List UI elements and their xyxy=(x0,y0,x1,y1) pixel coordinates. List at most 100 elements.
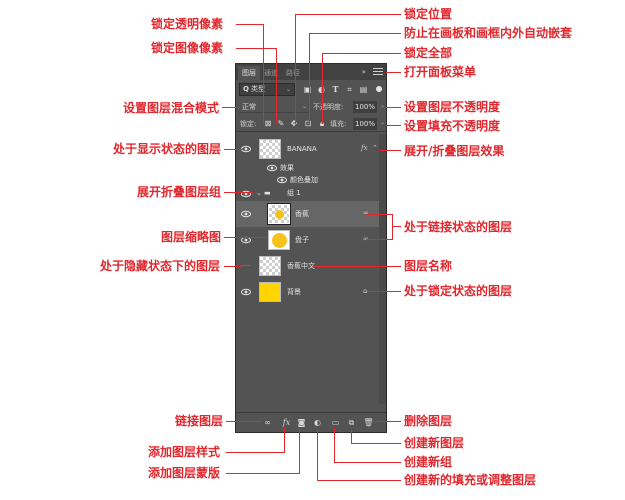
opacity-input[interactable]: 100% xyxy=(353,101,377,113)
layer-thumbnail xyxy=(259,256,281,276)
layer-row-group1[interactable]: ⌄ ▬ 组 1 xyxy=(236,186,379,200)
fill-input[interactable]: 100% xyxy=(353,118,377,130)
layer-row-banana-chinese-hidden[interactable]: 香蕉中文 xyxy=(236,253,379,279)
effects-eye-icon[interactable] xyxy=(267,164,277,172)
annotation-layer-opacity: 设置图层不透明度 xyxy=(404,100,501,114)
annotation-linked-layers: 处于链接状态的图层 xyxy=(404,220,513,234)
annotation-layer-name: 图层名称 xyxy=(404,259,453,273)
prevent-auto-nesting-icon[interactable]: ⊡ xyxy=(304,119,312,128)
fill-chevron-icon[interactable]: ⌄ xyxy=(379,119,385,126)
new-fill-adjustment-layer-icon[interactable]: ◐ xyxy=(314,418,321,427)
collapse-panel-button[interactable]: » xyxy=(361,68,366,76)
filter-adjustment-icon[interactable]: ◐ xyxy=(317,85,326,94)
filter-shape-icon[interactable]: ⌗ xyxy=(347,85,352,94)
filter-type-icon[interactable]: T xyxy=(332,84,339,94)
leader-line xyxy=(236,24,264,25)
leader-line xyxy=(284,428,285,453)
filter-toggle-icon[interactable] xyxy=(376,86,382,92)
leader-line xyxy=(236,48,276,49)
leader-line xyxy=(226,473,300,474)
panel-menu-button[interactable] xyxy=(373,68,383,76)
leader-line xyxy=(222,107,240,108)
leader-line xyxy=(392,214,393,240)
annotation-new-group: 创建新组 xyxy=(404,455,453,469)
link-icon: ∞ xyxy=(363,209,369,217)
annotation-blend-mode: 设置图层混合模式 xyxy=(123,101,220,115)
leader-line xyxy=(226,452,284,453)
tab-channels[interactable]: 通道 xyxy=(264,69,278,77)
leader-line xyxy=(224,192,254,193)
annotation-hidden-layer: 处于隐藏状态下的图层 xyxy=(100,259,221,273)
lock-all-padlock-icon[interactable]: 🔒︎ xyxy=(317,119,327,129)
leader-line xyxy=(386,72,401,73)
layer-row-banana-cn-selected[interactable]: 香蕉 ∞ xyxy=(236,201,379,227)
layer-name[interactable]: 香蕉中文 xyxy=(287,262,315,270)
effect-name: 颜色叠加 xyxy=(290,176,318,184)
collapse-effects-chevron-icon[interactable]: ⌃ xyxy=(372,144,378,152)
layers-scrollbar[interactable] xyxy=(379,134,386,404)
group-name[interactable]: 组 1 xyxy=(287,189,301,197)
effect-eye-icon[interactable] xyxy=(277,176,287,184)
lock-icon: ⌂ xyxy=(363,287,368,295)
delete-layer-trash-icon[interactable]: 🗑︎ xyxy=(363,418,374,427)
visibility-eye-icon[interactable] xyxy=(241,145,251,153)
filter-kind-label: 类型 xyxy=(250,85,265,93)
leader-line xyxy=(295,14,401,15)
hidden-visibility-slot[interactable] xyxy=(241,265,251,266)
layer-name[interactable]: BANANA xyxy=(287,145,317,153)
search-icon: Q xyxy=(243,85,249,93)
leader-line xyxy=(372,421,401,422)
effects-row: 效果 xyxy=(236,162,379,174)
opacity-chevron-icon[interactable]: ⌄ xyxy=(379,102,385,109)
layer-row-banana[interactable]: BANANA fx ⌃ xyxy=(236,136,379,162)
chevron-down-icon: ⌄ xyxy=(285,86,291,93)
leader-line xyxy=(386,125,401,126)
annotation-fill-opacity: 设置填充不透明度 xyxy=(404,119,501,133)
link-layers-icon[interactable]: ∞ xyxy=(264,418,271,427)
banana-thumb-shape xyxy=(275,210,284,219)
leader-line xyxy=(299,428,300,474)
add-layer-style-fx-icon[interactable]: fx xyxy=(282,418,291,427)
visibility-eye-icon[interactable] xyxy=(241,210,251,218)
annotation-panel-menu: 打开面板菜单 xyxy=(404,65,477,79)
new-group-folder-icon[interactable]: ▭ xyxy=(331,418,340,427)
chevron-down-icon: ⌄ xyxy=(301,103,307,110)
menu-line-icon xyxy=(373,68,383,69)
lock-position-move-icon[interactable]: ✥ xyxy=(290,119,298,128)
layer-name[interactable]: 背景 xyxy=(287,288,301,296)
filter-pixel-icon[interactable]: ▣ xyxy=(303,85,312,94)
layer-thumbnail xyxy=(259,139,281,159)
effect-color-overlay-row[interactable]: 颜色叠加 xyxy=(236,174,379,186)
tab-layers[interactable]: 图层 xyxy=(238,66,260,80)
effects-label: 效果 xyxy=(280,164,294,172)
lock-transparent-pixels-icon[interactable]: ⊠ xyxy=(264,119,272,128)
layer-name[interactable]: 盘子 xyxy=(295,236,309,244)
annotation-visible-layer: 处于显示状态的图层 xyxy=(113,142,222,156)
layer-row-plate[interactable]: 盘子 ∞ xyxy=(236,227,379,253)
visibility-eye-icon[interactable] xyxy=(241,190,251,198)
fill-label: 填充: xyxy=(330,120,347,128)
new-layer-icon[interactable]: ⧉ xyxy=(348,418,355,427)
annotation-lock-position: 锁定位置 xyxy=(404,7,453,21)
annotation-toggle-effects: 展开/折叠图层效果 xyxy=(404,144,505,158)
annotation-prevent-nesting: 防止在画板和画框内外自动嵌套 xyxy=(404,26,573,40)
layer-row-background[interactable]: 背景 ⌂ xyxy=(236,279,379,305)
blend-mode-select[interactable]: 正常 ⌄ xyxy=(239,101,309,113)
panel-footer: ∞ fx ◙ ◐ ▭ ⧉ 🗑︎ xyxy=(236,412,386,432)
group-expand-chevron-icon[interactable]: ⌄ xyxy=(256,189,262,197)
leader-line xyxy=(317,428,318,481)
tab-paths[interactable]: 路径 xyxy=(286,69,300,77)
leader-line xyxy=(224,266,242,267)
fx-icon[interactable]: fx xyxy=(361,144,368,152)
leader-line xyxy=(334,428,335,463)
leader-line xyxy=(309,33,401,34)
filter-row: Q类型 ⌄ ▣ ◐ T ⌗ ▤ xyxy=(236,82,386,98)
filter-smart-object-icon[interactable]: ▤ xyxy=(359,85,368,94)
leader-line xyxy=(334,462,401,463)
add-layer-mask-icon[interactable]: ◙ xyxy=(297,418,306,427)
leader-line xyxy=(380,150,401,151)
visibility-eye-icon[interactable] xyxy=(241,288,251,296)
layer-name[interactable]: 香蕉 xyxy=(295,210,309,218)
lock-image-pixels-brush-icon[interactable]: ✎ xyxy=(277,119,285,128)
